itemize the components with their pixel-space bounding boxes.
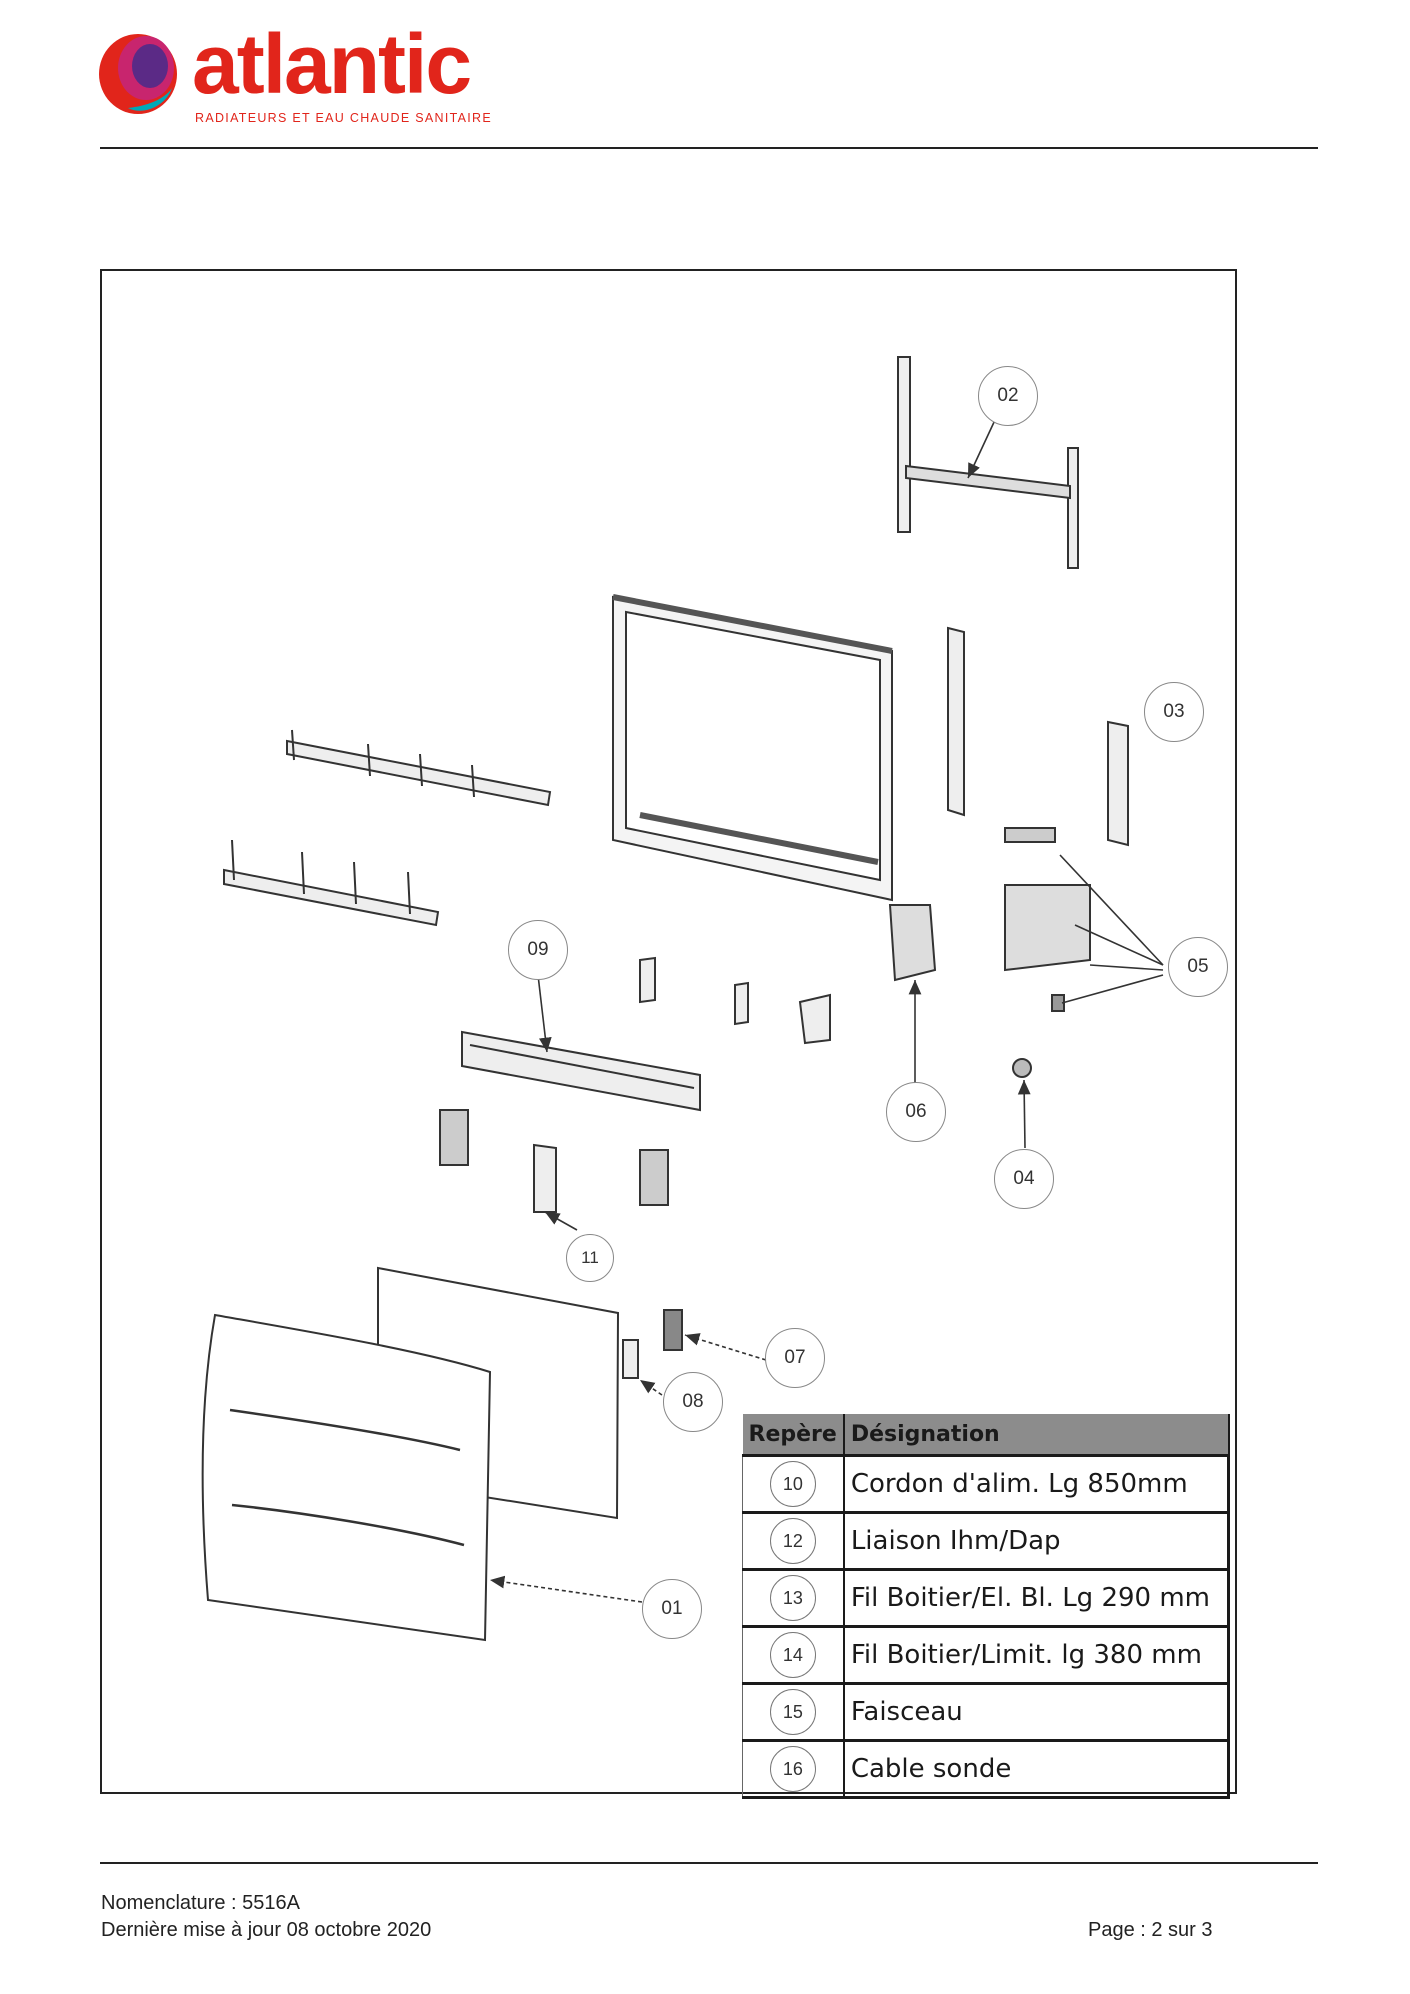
thermostat-box-part xyxy=(888,904,937,982)
legend-designation: Faisceau xyxy=(843,1683,1230,1742)
connector-part xyxy=(663,1309,683,1351)
legend-designation: Fil Boitier/Limit. lg 380 mm xyxy=(843,1626,1230,1685)
footer-nomenclature: Nomenclature : 5516A xyxy=(101,1892,301,1914)
legend-rep-number: 12 xyxy=(769,1518,816,1564)
legend-rep-number: 16 xyxy=(769,1746,816,1792)
bracket-part xyxy=(798,993,831,1045)
wall-bracket-part xyxy=(897,356,1079,569)
legend-designation: Liaison Ihm/Dap xyxy=(843,1512,1230,1571)
footer-update-date: Dernière mise à jour 08 octobre 2020 xyxy=(101,1919,432,1941)
brand-logo xyxy=(98,28,518,138)
side-cover-part xyxy=(1107,720,1129,847)
legend-rep-number: 14 xyxy=(769,1632,816,1678)
table-row: 13 Fil Boitier/El. Bl. Lg 290 mm xyxy=(741,1569,1230,1628)
legend-header-designation: Désignation xyxy=(843,1414,1230,1457)
radiator-body-part xyxy=(612,594,893,902)
callout-08: 08 xyxy=(663,1372,723,1432)
table-row: 14 Fil Boitier/Limit. lg 380 mm xyxy=(741,1626,1230,1685)
clip-part xyxy=(639,956,656,1004)
legend-header-row: Repère Désignation xyxy=(742,1414,1230,1457)
callout-09: 09 xyxy=(508,920,568,980)
table-row: 16 Cable sonde xyxy=(741,1740,1230,1799)
brand-tagline: RADIATEURS ET EAU CHAUDE SANITAIRE xyxy=(195,111,493,125)
lower-rack-part xyxy=(223,839,440,927)
parts-legend-table: Repère Désignation 10 Cordon d'alim. Lg … xyxy=(741,1414,1230,1799)
callout-07: 07 xyxy=(765,1328,825,1388)
legend-designation: Fil Boitier/El. Bl. Lg 290 mm xyxy=(843,1569,1230,1628)
table-row: 15 Faisceau xyxy=(741,1683,1230,1742)
callout-05: 05 xyxy=(1168,937,1228,997)
plug-part xyxy=(622,1339,639,1379)
upper-rack-part xyxy=(286,729,552,807)
side-panel-part xyxy=(947,626,965,817)
callout-01: 01 xyxy=(642,1579,702,1639)
callout-03: 03 xyxy=(1144,682,1204,742)
clip-part xyxy=(734,981,749,1026)
logo-mark-icon xyxy=(99,34,177,114)
leader-lines xyxy=(489,419,1164,1603)
callout-06: 06 xyxy=(886,1082,946,1142)
footer-divider xyxy=(100,1862,1318,1864)
callout-04: 04 xyxy=(994,1149,1054,1209)
control-board-part xyxy=(1004,827,1091,1012)
table-row: 12 Liaison Ihm/Dap xyxy=(741,1512,1230,1571)
callout-11: 11 xyxy=(566,1234,614,1282)
table-row: 10 Cordon d'alim. Lg 850mm xyxy=(741,1455,1230,1514)
legend-designation: Cable sonde xyxy=(843,1740,1230,1799)
heating-element-part xyxy=(439,1030,701,1213)
legend-rep-number: 13 xyxy=(769,1575,816,1621)
front-panel-part xyxy=(201,1313,492,1642)
callout-02: 02 xyxy=(978,366,1038,426)
sensor-part xyxy=(1012,1058,1032,1078)
legend-designation: Cordon d'alim. Lg 850mm xyxy=(843,1455,1230,1514)
diagram-frame xyxy=(100,269,1237,1794)
footer-page-number: Page : 2 sur 3 xyxy=(1088,1919,1213,1941)
legend-header-rep: Repère xyxy=(742,1414,845,1457)
legend-rep-number: 10 xyxy=(769,1461,816,1507)
brand-name: atlantic xyxy=(192,17,472,111)
legend-rep-number: 15 xyxy=(769,1689,816,1735)
header-divider xyxy=(100,147,1318,149)
